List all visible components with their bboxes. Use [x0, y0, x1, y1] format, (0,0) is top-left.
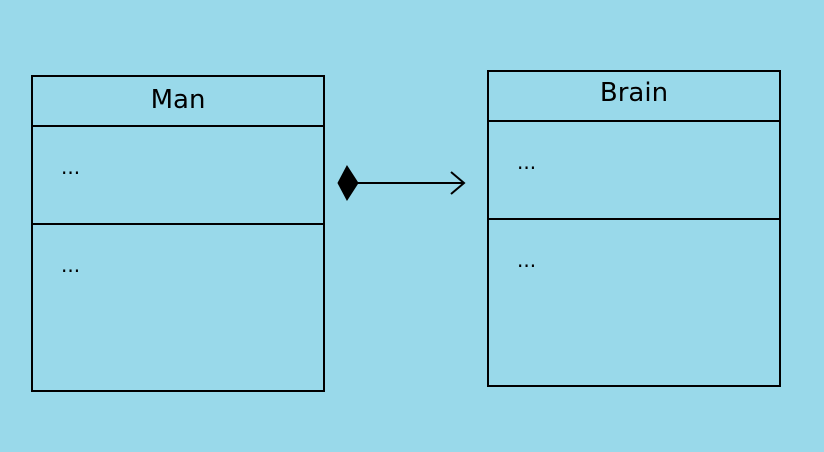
attributes-text-brain: ...: [517, 150, 537, 174]
class-title-man: Man: [33, 77, 323, 127]
class-box-brain: Brain ... ...: [487, 70, 781, 387]
composition-diamond-icon: [337, 165, 359, 201]
arrowhead-icon: [450, 171, 466, 195]
operations-text-brain: ...: [517, 248, 537, 272]
class-title-brain: Brain: [489, 72, 779, 122]
attributes-text-man: ...: [61, 155, 81, 179]
operations-text-man: ...: [61, 253, 81, 277]
class-operations-man: ...: [33, 225, 323, 391]
class-attributes-man: ...: [33, 127, 323, 225]
class-box-man: Man ... ...: [31, 75, 325, 392]
class-operations-brain: ...: [489, 220, 779, 386]
class-attributes-brain: ...: [489, 122, 779, 220]
